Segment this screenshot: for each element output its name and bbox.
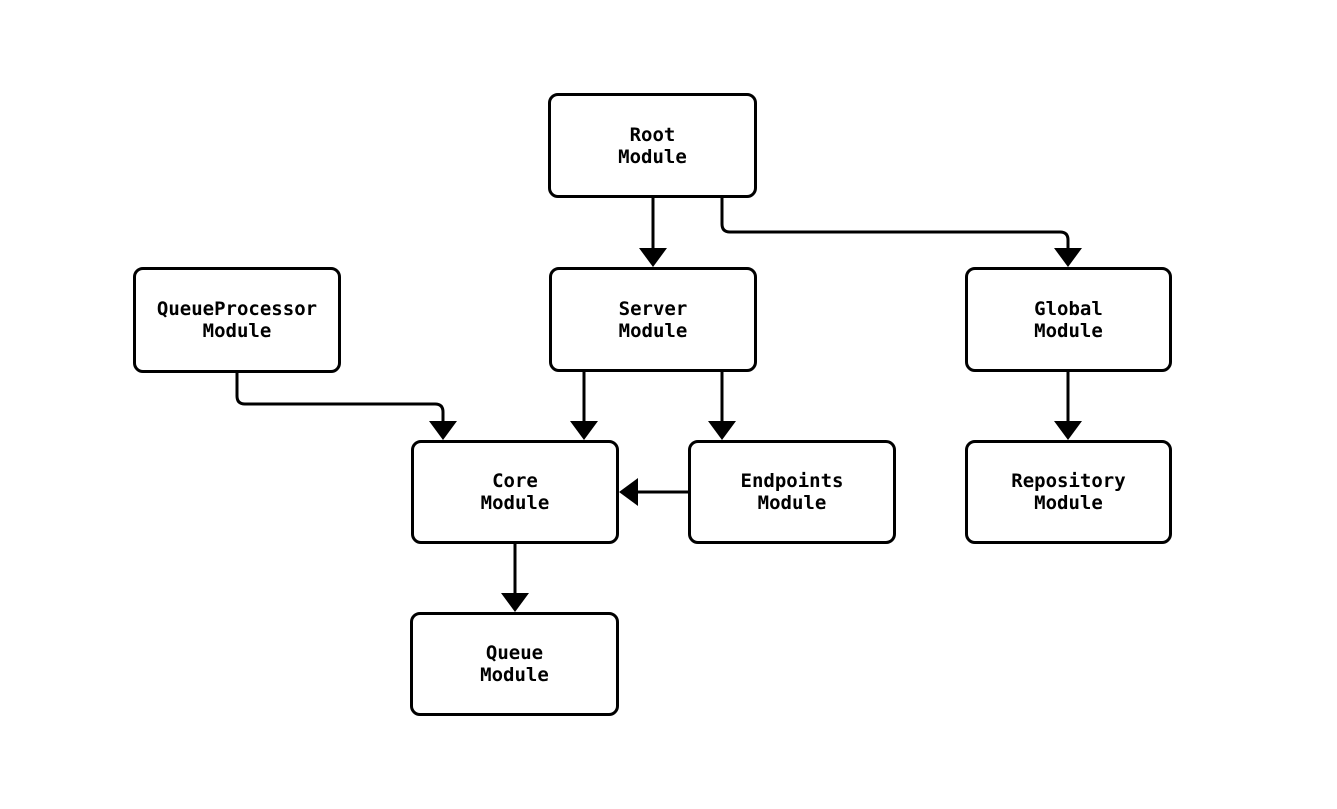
- node-label: Queue Module: [480, 642, 549, 686]
- node-label: Repository Module: [1011, 470, 1126, 514]
- node-repository-module: Repository Module: [965, 440, 1172, 544]
- node-label: QueueProcessor Module: [156, 298, 318, 342]
- node-global-module: Global Module: [965, 267, 1172, 372]
- node-queueprocessor-module: QueueProcessor Module: [133, 267, 341, 373]
- node-queue-module: Queue Module: [410, 612, 619, 716]
- node-root-module: Root Module: [548, 93, 757, 198]
- node-label: Root Module: [618, 123, 687, 168]
- node-label: Global Module: [1034, 297, 1103, 342]
- node-core-module: Core Module: [411, 440, 619, 544]
- node-server-module: Server Module: [549, 267, 757, 372]
- node-label: Endpoints Module: [740, 470, 844, 514]
- node-label: Core Module: [480, 470, 550, 514]
- edge-queueprocessor-module-to-core-module: [235, 373, 457, 440]
- node-endpoints-module: Endpoints Module: [688, 440, 896, 544]
- node-label: Server Module: [618, 297, 688, 342]
- edge-root-module-to-global-module: [720, 198, 1082, 267]
